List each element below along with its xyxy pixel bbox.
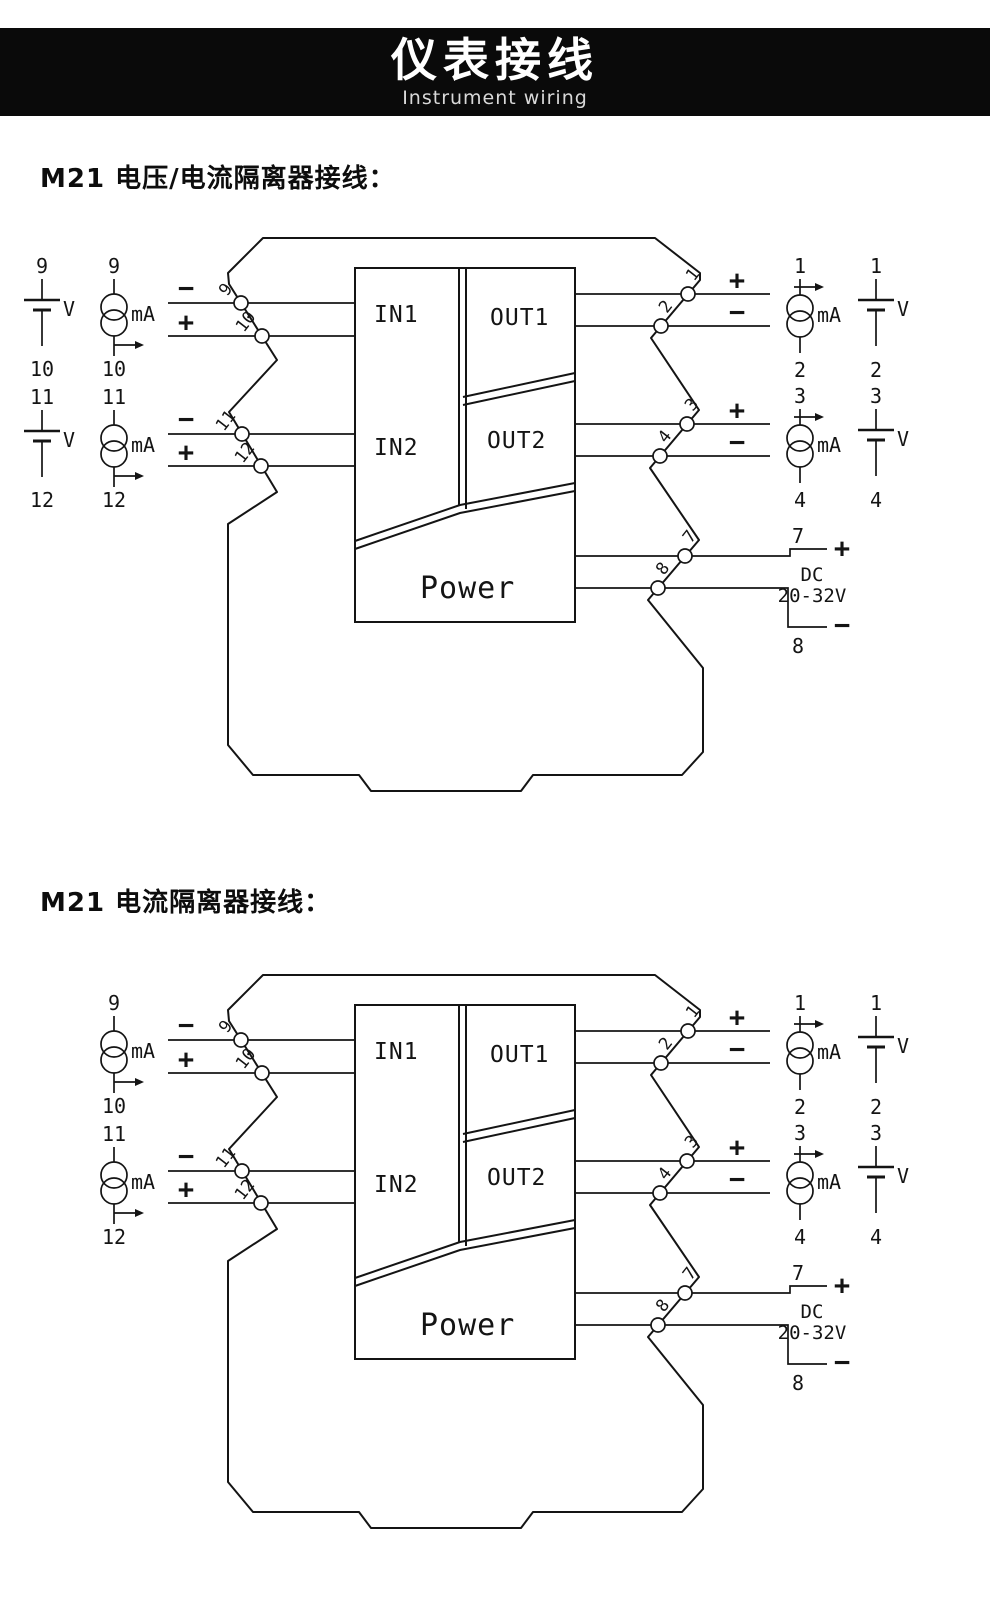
- isolator-wiring-instance-2: [101, 975, 909, 1528]
- input-voltage-source-ch1: 9 10: [22, 254, 77, 381]
- terminal-label-11: 11: [30, 385, 54, 409]
- battery-symbol: [22, 408, 77, 479]
- diagram-current-isolator: [0, 962, 990, 1540]
- battery-symbol: [22, 277, 77, 348]
- section-title-voltage-current: M21 电压/电流隔离器接线：: [40, 164, 396, 194]
- page-title: 仪表接线: [391, 33, 599, 87]
- terminal-label-10: 10: [30, 357, 54, 381]
- terminal-label-9: 9: [36, 254, 48, 278]
- diagram-voltage-current-isolator: V mA mA: [22, 225, 990, 803]
- input-voltage-source-ch2: 11 12: [22, 385, 77, 512]
- header-banner: 仪表接线 Instrument wiring: [0, 28, 990, 116]
- terminal-label-12: 12: [30, 488, 54, 512]
- isolator-wiring-instance-1: [101, 238, 909, 791]
- page-subtitle: Instrument wiring: [402, 86, 588, 109]
- section-title-current: M21 电流隔离器接线：: [40, 888, 332, 918]
